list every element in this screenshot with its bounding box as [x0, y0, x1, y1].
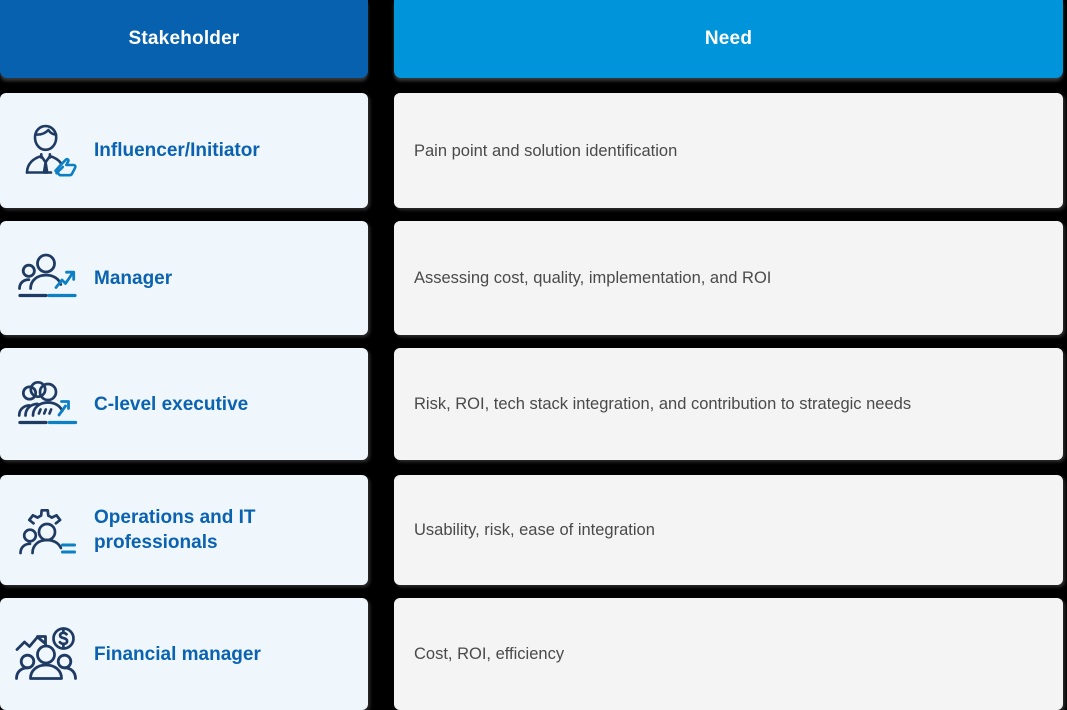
need-cell: Assessing cost, quality, implementation,…	[394, 221, 1063, 335]
stakeholder-label: Manager	[94, 267, 173, 289]
need-text: Cost, ROI, efficiency	[414, 645, 565, 663]
need-cell: Risk, ROI, tech stack integration, and c…	[394, 348, 1063, 460]
column-header-stakeholder: Stakeholder	[0, 0, 368, 78]
group-people-arrow-up-icon	[2, 372, 94, 436]
stakeholder-label: Influencer/Initiator	[94, 140, 260, 161]
two-people-arrow-up-icon	[2, 246, 94, 310]
stakeholder-cell: Financial manager	[0, 598, 368, 710]
need-text: Risk, ROI, tech stack integration, and c…	[414, 395, 912, 413]
growth-arrow-dollar-people-icon	[2, 622, 94, 686]
table-row: Influencer/Initiator Pain point and solu…	[0, 93, 1067, 208]
need-cell: Usability, risk, ease of integration	[394, 475, 1063, 585]
stakeholder-label: C-level executive	[94, 393, 249, 415]
column-header-need: Need	[394, 0, 1063, 78]
need-text: Assessing cost, quality, implementation,…	[414, 269, 772, 287]
table-row: Manager Assessing cost, quality, impleme…	[0, 221, 1067, 335]
need-cell: Cost, ROI, efficiency	[394, 598, 1063, 710]
stakeholder-cell: Operations and IT professionals	[0, 475, 368, 585]
need-cell: Pain point and solution identification	[394, 93, 1063, 208]
stakeholder-label: Operations and IT professionals	[94, 507, 256, 553]
people-gear-icon	[2, 498, 94, 562]
table-header-row: Stakeholder Need	[0, 0, 1067, 78]
table-row: C-level executive Risk, ROI, tech stack …	[0, 348, 1067, 460]
table-row: Financial manager Cost, ROI, efficiency	[0, 598, 1067, 710]
need-text: Pain point and solution identification	[414, 141, 678, 160]
stakeholder-cell: Manager	[0, 221, 368, 335]
stakeholder-cell: C-level executive	[0, 348, 368, 460]
stakeholder-label: Financial manager	[94, 643, 261, 665]
need-text: Usability, risk, ease of integration	[414, 521, 655, 539]
table-row: Operations and IT professionals Usabilit…	[0, 475, 1067, 585]
businessman-thumbs-up-icon	[2, 119, 94, 183]
stakeholder-cell: Influencer/Initiator	[0, 93, 368, 208]
